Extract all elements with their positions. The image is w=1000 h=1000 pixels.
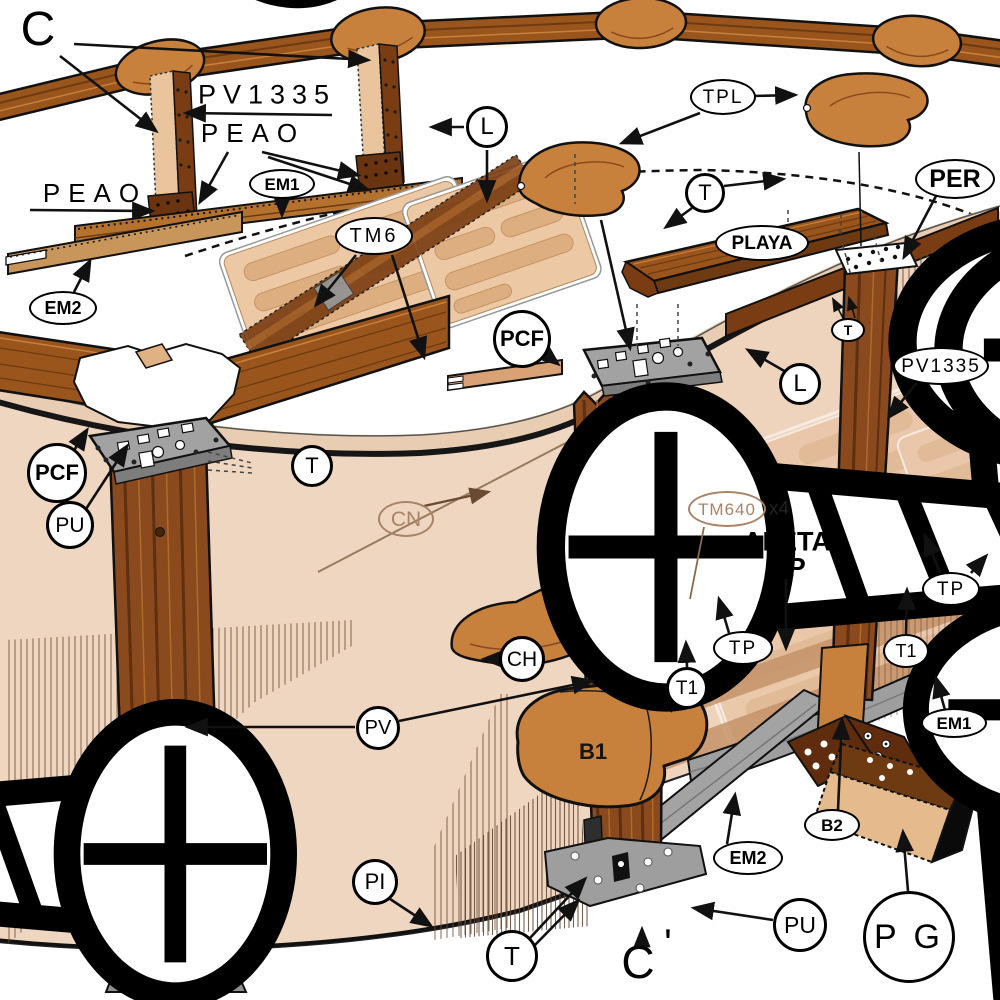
- label-pv1335-top: PV1335: [197, 79, 337, 110]
- label-t-top: T: [685, 173, 725, 213]
- b2-bracket: [786, 642, 929, 788]
- label-em1-right: EM1: [921, 708, 987, 738]
- label-t-left: T: [291, 445, 333, 487]
- label-pv1335-right: PV1335: [893, 347, 989, 385]
- label-aleta-line2: AP: [768, 552, 806, 583]
- label-em2-left: EM2: [29, 291, 97, 325]
- label-em2-bottom: EM2: [713, 841, 783, 875]
- label-tm640: TM640: [688, 491, 766, 527]
- em2-top-rail: [5, 210, 243, 276]
- support-post-a: [147, 70, 198, 233]
- label-pcf-left: PCF: [27, 443, 87, 503]
- label-pi: PI: [352, 859, 398, 905]
- label-t1-right: T1: [883, 634, 929, 668]
- support-post-b: [355, 43, 405, 195]
- label-t-bottom: T: [486, 930, 538, 982]
- label-tpl: TPL: [690, 79, 756, 115]
- label-c: C: [20, 3, 56, 56]
- label-aleta-line1: ALETA: [743, 526, 831, 557]
- tear-out-gap: [72, 342, 242, 430]
- label-cn: CN: [378, 501, 434, 537]
- label-per: PER: [915, 159, 995, 199]
- label-tm6: TM6: [335, 217, 413, 255]
- label-pu-left: PU: [46, 501, 94, 549]
- label-tp-right: TP: [922, 572, 980, 606]
- label-b1: B1: [578, 739, 608, 764]
- label-pu-bottom: PU: [773, 898, 827, 952]
- label-playa: PLAYA: [715, 225, 809, 261]
- label-pv: PV: [356, 706, 400, 750]
- label-t-post-right: T: [831, 318, 865, 342]
- label-em1-left: EM1: [249, 169, 315, 199]
- label-peao-lower: PEAO: [42, 178, 148, 208]
- small-arrows: [831, 295, 859, 319]
- label-b2: B2: [804, 809, 860, 841]
- tpl-cap-left: [516, 141, 641, 217]
- label-l-right: L: [779, 363, 821, 405]
- label-peao-upper: PEAO: [200, 118, 306, 148]
- cap-guide-line: [858, 151, 862, 247]
- label-tp-center: TP: [713, 631, 773, 665]
- label-ch: CH: [499, 636, 545, 682]
- deck-board-right: [206, 294, 451, 426]
- label-t1-center: T1: [666, 667, 708, 709]
- tm640-pointer-line: [689, 526, 705, 600]
- label-l-left: L: [466, 106, 508, 148]
- tpl-cap-right: [802, 72, 929, 148]
- label-c-prime-mark: ': [664, 922, 672, 966]
- label-c-prime: C: [621, 936, 655, 988]
- cn-arrow: [423, 487, 492, 508]
- leader-arrows: [29, 42, 989, 947]
- label-pg: P G: [863, 891, 955, 983]
- label-tm640-qty: x4: [768, 498, 790, 520]
- ledge-profile-end: [447, 358, 563, 392]
- label-pcf-center: PCF: [493, 310, 551, 368]
